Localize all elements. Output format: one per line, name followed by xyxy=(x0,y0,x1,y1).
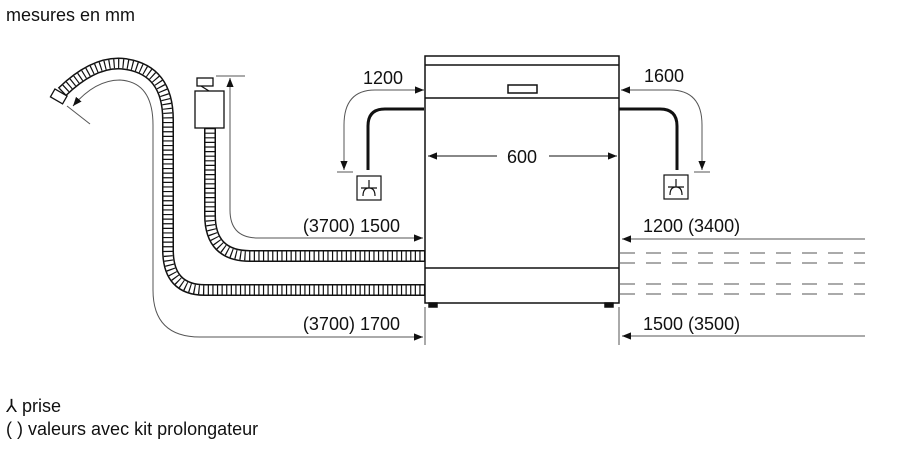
width-label: 600 xyxy=(507,147,537,167)
legend-brackets: ( ) valeurs avec kit prolongateur xyxy=(6,420,258,438)
aquastop-valve xyxy=(194,77,225,129)
drain-left-dimension xyxy=(72,79,423,341)
socket-icon xyxy=(663,174,689,200)
dishwasher xyxy=(424,55,620,308)
inlet-left-dimension xyxy=(226,78,423,242)
drain-hose-end xyxy=(49,88,68,105)
inlet-left-label: (3700) 1500 xyxy=(303,216,400,236)
display xyxy=(507,84,538,94)
cord-left-dimension xyxy=(340,86,424,170)
inlet-right-label: 1200 (3400) xyxy=(643,216,740,236)
cord-right-label: 1600 xyxy=(644,66,684,86)
socket-icon xyxy=(356,175,382,201)
units-note: mesures en mm xyxy=(6,5,136,25)
cord-right-dimension xyxy=(621,86,706,170)
brackets-symbol: ( ) xyxy=(6,419,23,439)
drain-right-label: 1500 (3500) xyxy=(643,314,740,334)
hose-extension-dashes xyxy=(620,252,865,295)
tick xyxy=(66,105,91,125)
socket-symbol: ⅄ xyxy=(6,396,17,416)
drain-left-label: (3700) 1700 xyxy=(303,314,400,334)
power-cord-left xyxy=(366,107,424,170)
foot-left xyxy=(428,302,438,308)
socket-legend-label: prise xyxy=(22,396,62,416)
dishwasher-outline xyxy=(424,55,620,304)
power-cord-right xyxy=(619,107,679,170)
legend-socket: ⅄ prise xyxy=(6,397,61,415)
brackets-legend-label: valeurs avec kit prolongateur xyxy=(28,419,259,439)
cord-left-label: 1200 xyxy=(363,68,403,88)
inlet-hose xyxy=(204,128,425,262)
foot-right xyxy=(604,302,614,308)
